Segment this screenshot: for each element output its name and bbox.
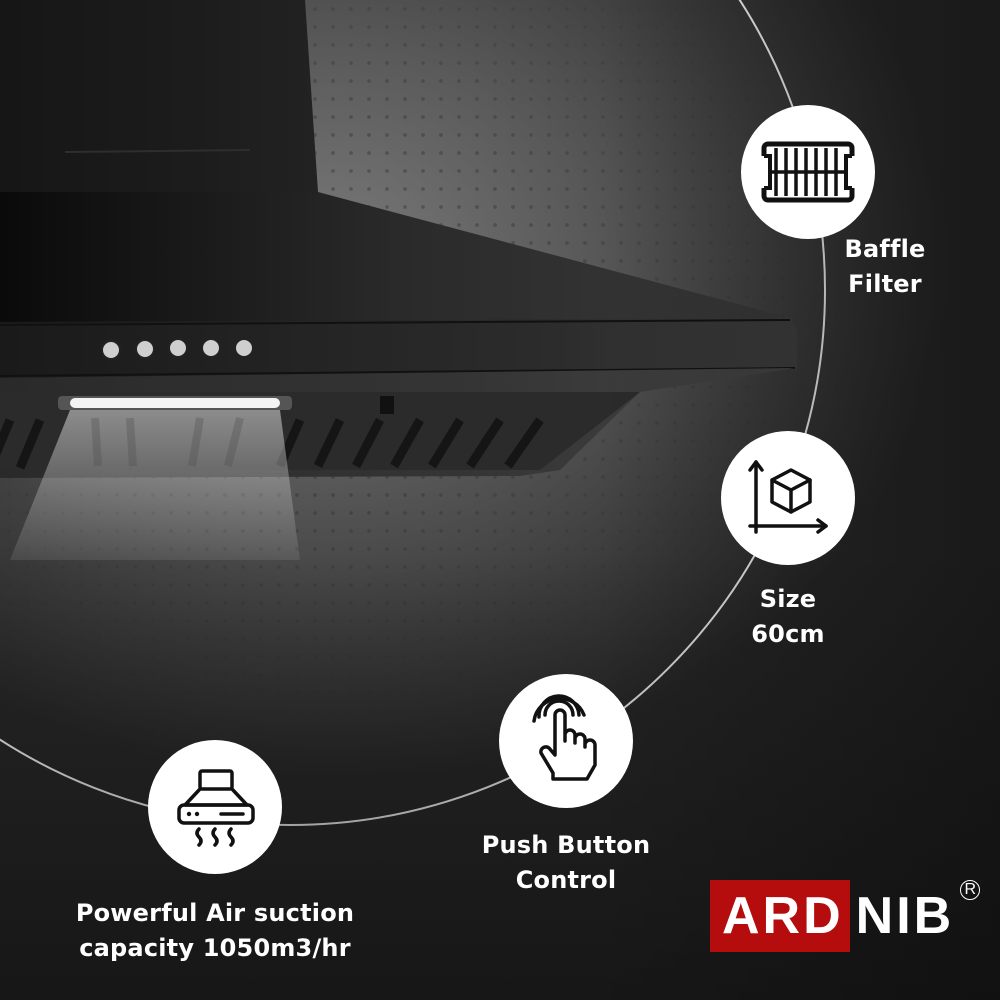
push-button-badge xyxy=(499,674,633,808)
feature-label-push-button: Push Button Control xyxy=(481,831,651,894)
baffle-filter-badge xyxy=(741,105,875,239)
size-cube-icon xyxy=(748,460,828,534)
push-button-hand-icon xyxy=(532,694,597,781)
feature-label-size: Size 60cm xyxy=(751,585,825,648)
size-badge xyxy=(721,431,855,565)
baffle-filter-icon xyxy=(760,141,856,203)
brand-white-part: NIB xyxy=(855,887,955,945)
feature-label-baffle: Baffle Filter xyxy=(844,235,926,298)
range-hood-icon xyxy=(177,769,255,847)
registered-mark: R xyxy=(960,880,981,900)
ardnib-logo: ARD NIB R xyxy=(710,880,981,952)
brand-red-part: ARD xyxy=(710,880,850,952)
air-suction-badge xyxy=(148,740,282,874)
feature-label-air-suction: Powerful Air suction capacity 1050m3/hr xyxy=(75,899,355,962)
